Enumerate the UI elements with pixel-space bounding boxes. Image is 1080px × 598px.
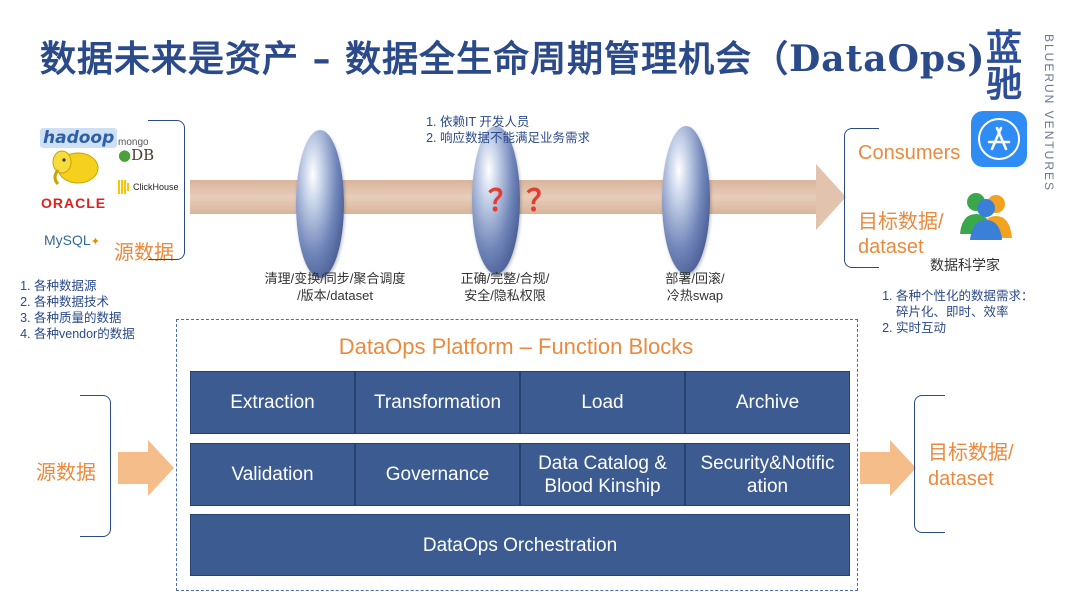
page-title: 数据未来是资产 – 数据全生命周期管理机会（DataOps) <box>40 38 986 80</box>
right-output-arrow-head <box>890 440 916 496</box>
block-transformation: Transformation <box>355 371 520 434</box>
flow-arrow-head <box>816 164 846 230</box>
mongodb-leaf-icon: ● <box>118 146 132 164</box>
block-validation: Validation <box>190 443 355 506</box>
app-store-icon <box>970 110 1028 168</box>
block-data-catalog: Data Catalog & Blood Kinship <box>520 443 685 506</box>
block-load: Load <box>520 371 685 434</box>
platform-container <box>176 319 858 591</box>
source-bracket <box>148 120 185 260</box>
list-item: 依赖IT 开发人员 <box>440 114 660 130</box>
block-governance: Governance <box>355 443 520 506</box>
bluerun-logo: 蓝 驰 <box>986 27 1023 105</box>
block-orchestration: DataOps Orchestration <box>190 514 850 576</box>
bottom-target-bracket <box>914 395 945 533</box>
question-marks: ？ ？ <box>488 185 557 218</box>
block-security: Security&Notific ation <box>685 443 850 506</box>
platform-title: DataOps Platform – Function Blocks <box>338 334 694 359</box>
data-scientist-label: 数据科学家 <box>930 257 1000 273</box>
hadoop-elephant-icon <box>50 146 102 191</box>
list-item: 各种质量的数据 <box>34 310 184 326</box>
block-extraction: Extraction <box>190 371 355 434</box>
clickhouse-bars-icon <box>118 180 129 194</box>
list-item: 各种数据源 <box>34 278 184 294</box>
bottom-target-label: 目标数据/ dataset <box>928 442 1014 490</box>
list-item: 各种数据技术 <box>34 294 184 310</box>
stage-lens-1 <box>296 130 344 278</box>
issues-list: 依赖IT 开发人员 响应数据不能满足业务需求 <box>420 114 660 146</box>
right-output-arrow-body <box>860 452 890 484</box>
list-item: 实时互动 <box>896 320 1076 336</box>
list-item: 各种个性化的数据需求： 碎片化、即时、效率 <box>896 288 1076 320</box>
target-data-label: 目标数据/ dataset <box>858 211 944 258</box>
bluerun-logo-text: BLUERUN VENTURES <box>1042 34 1056 193</box>
target-bracket <box>844 128 879 268</box>
stage-lens-3 <box>662 126 710 274</box>
block-archive: Archive <box>685 371 850 434</box>
left-input-arrow-head <box>148 440 174 496</box>
hadoop-logo: hadoop <box>40 128 118 148</box>
needs-list: 各种个性化的数据需求： 碎片化、即时、效率 实时互动 <box>876 288 1076 336</box>
source-list: 各种数据源 各种数据技术 各种质量的数据 各种vendor的数据 <box>14 278 184 342</box>
mysql-logo: MySQL✦ <box>44 232 100 248</box>
list-item: 各种vendor的数据 <box>34 326 184 342</box>
source-data-label: 源数据 <box>114 242 174 264</box>
mysql-dolphin-icon: ✦ <box>90 236 100 248</box>
stage-3-label: 部署/回滚/ 冷热swap <box>665 271 725 303</box>
stage-lens-2 <box>472 126 520 274</box>
left-input-arrow-body <box>118 452 148 484</box>
stage-2-label: 正确/完整/合规/ 安全/隐私权限 <box>460 271 550 303</box>
bottom-source-bracket <box>80 395 111 537</box>
clickhouse-logo: ClickHouse <box>118 180 179 194</box>
list-item: 响应数据不能满足业务需求 <box>440 130 660 146</box>
users-icon <box>956 188 1014 247</box>
bottom-source-label: 源数据 <box>36 462 96 484</box>
mongodb-logo: mongo ●DB <box>118 137 155 164</box>
consumers-label: Consumers <box>858 142 961 164</box>
oracle-logo: ORACLE <box>41 195 107 211</box>
stage-1-label: 清理/变换/同步/聚合调度 /版本/dataset <box>264 271 406 303</box>
